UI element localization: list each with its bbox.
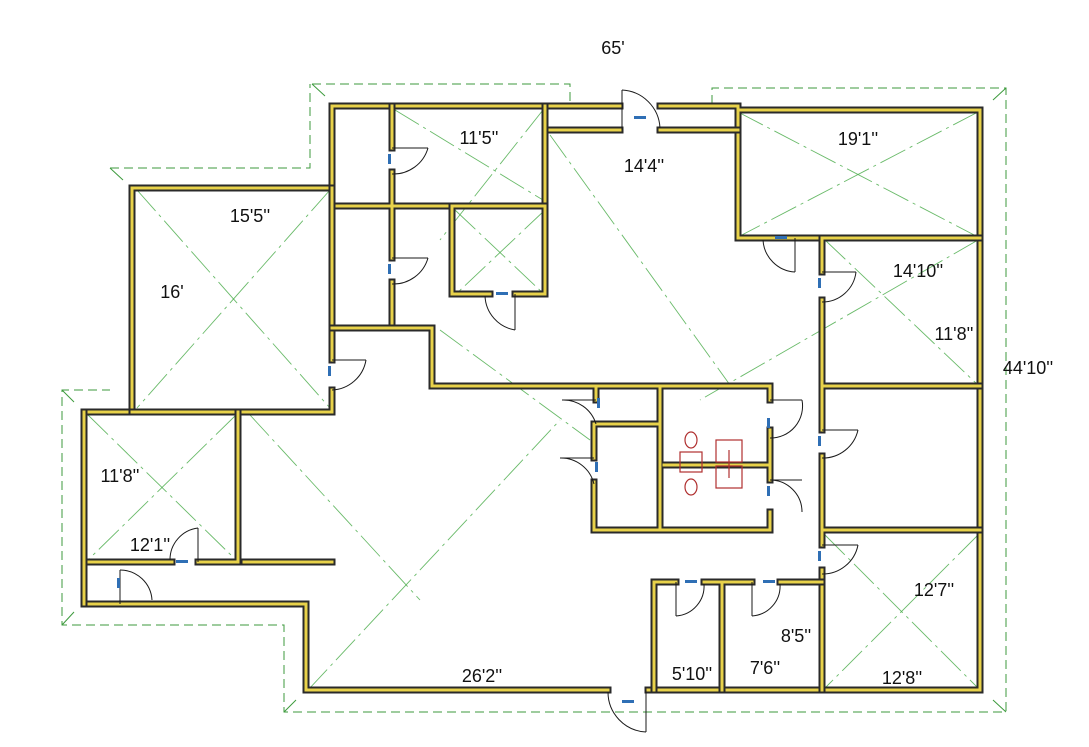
room-label-open-area-south: 26'2'' (462, 666, 502, 686)
room-label-storage-b: 7'6'' (750, 658, 780, 678)
room-label-office-se: 12'7'' (914, 580, 954, 600)
door-ne-office (762, 236, 796, 273)
room-label-closet: 5'10'' (672, 664, 712, 684)
door-north-entry (621, 89, 661, 130)
door-nw-1 (388, 147, 429, 175)
room-label-office-se-width: 12'8'' (882, 668, 922, 688)
door-corridor-1 (561, 398, 600, 425)
dimension-labels: 65' 44'10'' 11'5'' 14'4'' 19'1'' 15'5'' … (100, 38, 1053, 688)
door-south-entry (607, 690, 647, 733)
restroom-fixtures (679, 431, 743, 496)
door-restroom-1 (767, 399, 804, 439)
door-nw-2 (388, 257, 429, 285)
door-east-1 (818, 271, 857, 303)
room-label-conference-width: 15'5'' (230, 206, 270, 226)
door-closet-1 (675, 580, 705, 617)
door-sw-office (169, 527, 199, 563)
room-label-office-ne: 19'1'' (838, 129, 878, 149)
overall-depth-label: 44'10'' (1003, 358, 1053, 378)
room-label-storage-a: 8'5'' (781, 626, 811, 646)
door-restroom-2 (767, 479, 803, 513)
overall-width-label: 65' (601, 38, 624, 58)
room-label-office-east-depth: 11'8'' (934, 324, 973, 344)
room-label-office-nw: 11'5'' (459, 128, 498, 148)
door-east-2 (818, 429, 859, 459)
room-label-office-sw-width: 12'1'' (130, 535, 170, 555)
room-label-office-sw-depth: 11'8'' (100, 466, 139, 486)
door-inner-room (484, 292, 516, 331)
room-label-office-east-width: 14'10'' (893, 261, 943, 281)
doors (117, 89, 859, 733)
door-corridor-2 (559, 457, 598, 485)
door-conference (328, 359, 367, 391)
room-label-conference-depth: 16' (160, 282, 183, 302)
door-sw-closet (117, 569, 153, 604)
walls (80, 102, 984, 694)
door-east-3 (818, 544, 859, 575)
dimension-boundary (61, 83, 1007, 713)
door-closet-2 (751, 580, 781, 617)
room-label-open-area-north: 14'4'' (624, 156, 664, 176)
